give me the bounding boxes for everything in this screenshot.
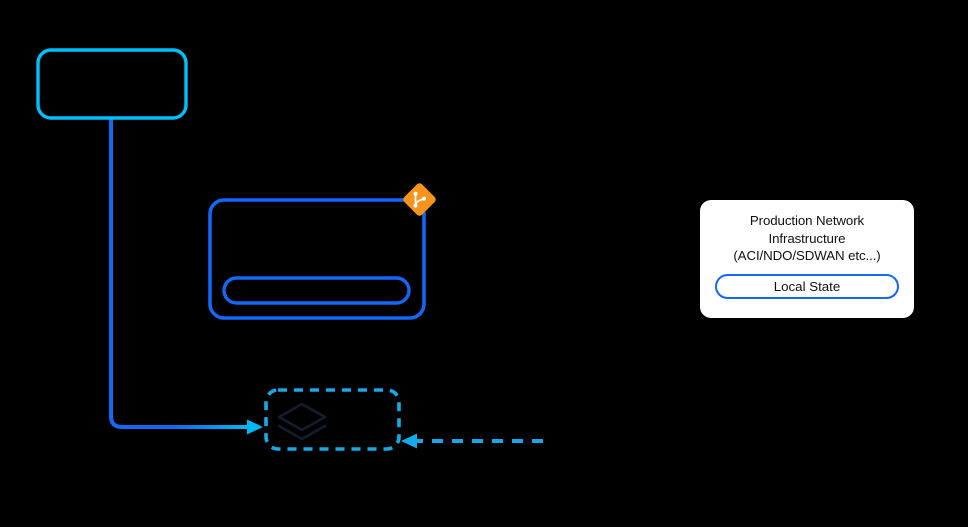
arrowhead-right-icon bbox=[247, 419, 263, 435]
production-network-card[interactable]: Production Network Infrastructure (ACI/N… bbox=[700, 200, 914, 318]
node-cyan-source[interactable] bbox=[36, 48, 188, 120]
node-blue-inner-pill[interactable] bbox=[222, 276, 411, 305]
node-blue-group[interactable] bbox=[208, 198, 426, 320]
node-dashed-target[interactable] bbox=[264, 388, 401, 451]
edge-external-to-dashed bbox=[401, 433, 543, 449]
arrowhead-left-icon bbox=[401, 433, 417, 449]
layers-icon bbox=[277, 402, 327, 441]
edge-cyan-to-dashed bbox=[109, 118, 263, 435]
production-network-title: Production Network Infrastructure (ACI/N… bbox=[733, 213, 881, 263]
local-state-badge[interactable]: Local State bbox=[715, 273, 899, 299]
git-branch-icon[interactable] bbox=[402, 182, 437, 217]
